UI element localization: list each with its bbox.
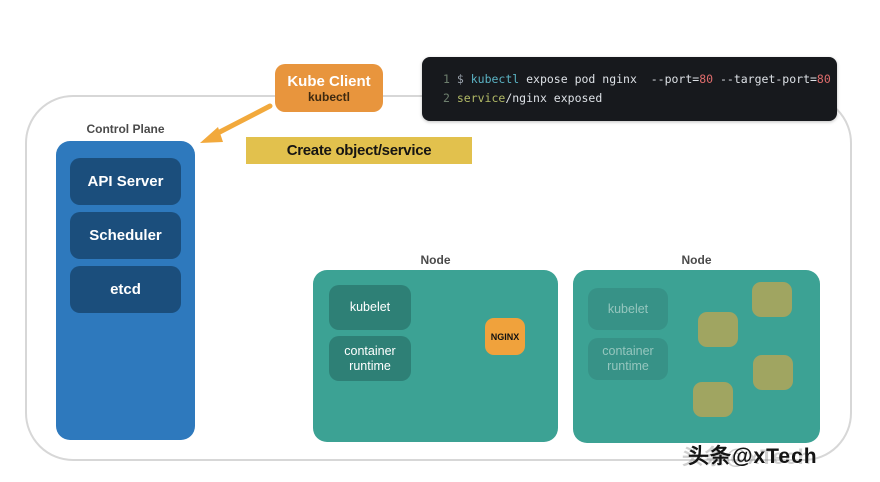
api-server-box: API Server [70, 158, 181, 205]
terminal-code-block: 1 $ kubectl expose pod nginx --port=80 -… [422, 57, 837, 121]
node-1-label: Node [420, 253, 451, 267]
control-plane-label: Control Plane [86, 122, 165, 136]
command-token: kubectl [470, 72, 527, 86]
create-object-banner: Create object/service [246, 137, 472, 164]
create-object-banner-label: Create object/service [286, 142, 432, 159]
node-2-container-runtime-box: container runtime [588, 338, 668, 380]
flag-token: --target-port= [713, 72, 817, 86]
terminal-line-1: 1 $ kubectl expose pod nginx --port=80 -… [443, 70, 837, 89]
args-token: expose pod nginx [526, 72, 651, 86]
output-token: service [456, 91, 506, 105]
node-1-box: kubelet container runtime NGINX [313, 270, 558, 442]
node-1-container-runtime-box: container runtime [329, 336, 411, 381]
pod-placeholder [752, 282, 792, 317]
pod-placeholder [753, 355, 793, 390]
line-number: 1 [443, 72, 457, 86]
kube-client-box: Kube Client kubectl [275, 64, 383, 112]
nginx-pod-box: NGINX [485, 318, 525, 355]
flag-token: --port= [650, 72, 700, 86]
client-to-controlplane-arrow [200, 103, 273, 143]
output-token: /nginx exposed [505, 91, 603, 105]
terminal-line-2: 2 service/nginx exposed [443, 89, 837, 108]
shell-prompt: $ [456, 72, 471, 86]
flag-value: 80 [816, 72, 831, 86]
flag-value: 80 [699, 72, 714, 86]
pod-placeholder [693, 382, 733, 417]
node-2-kubelet-box: kubelet [588, 288, 668, 330]
watermark-text: 头条@xTech [688, 445, 818, 468]
pod-placeholder [698, 312, 738, 347]
node-1-kubelet-box: kubelet [329, 285, 411, 330]
etcd-box: etcd [70, 266, 181, 313]
kube-client-title: Kube Client [287, 72, 371, 90]
node-2-box: kubelet container runtime [573, 270, 820, 443]
kube-client-subtitle: kubectl [307, 89, 350, 104]
scheduler-box: Scheduler [70, 212, 181, 259]
node-2-label: Node [681, 253, 712, 267]
line-number: 2 [443, 91, 457, 105]
control-plane-box: API Server Scheduler etcd [56, 141, 195, 440]
